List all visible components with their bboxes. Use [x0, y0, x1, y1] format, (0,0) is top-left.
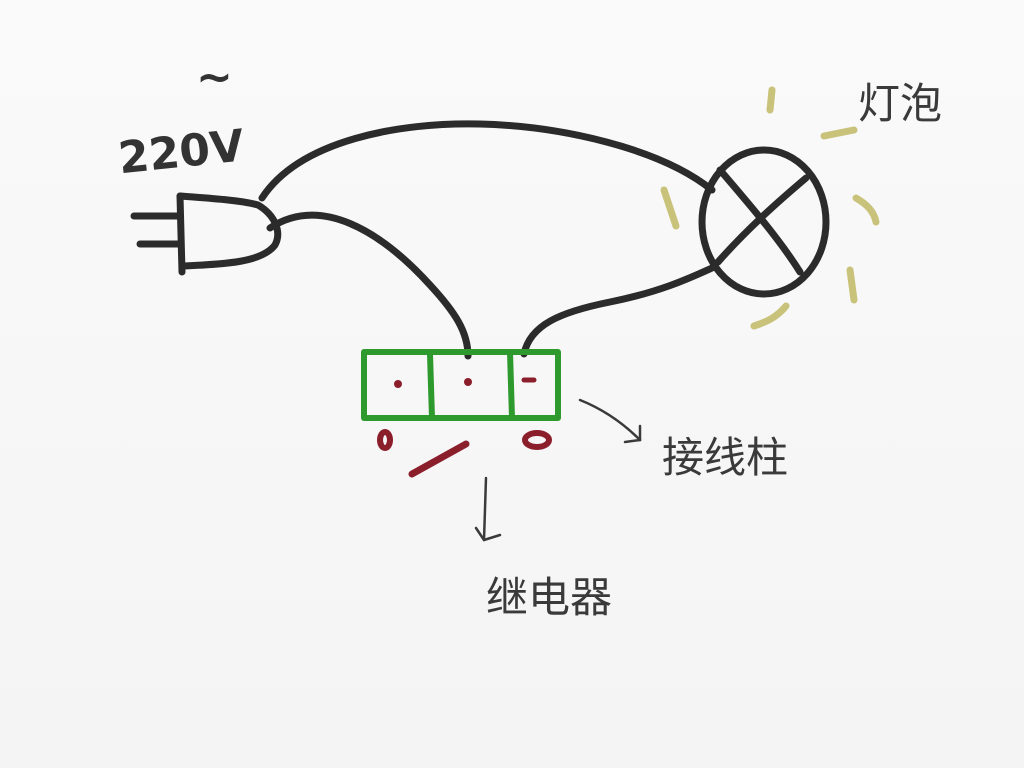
bulb-label: 灯泡: [858, 79, 942, 128]
ac-symbol: ~: [196, 52, 233, 103]
terminal-label: 接线柱: [662, 433, 788, 482]
wires: [258, 120, 716, 360]
terminal-arrow: [578, 398, 642, 444]
plug-icon: [130, 192, 282, 276]
lamp-glow: [660, 86, 880, 330]
voltage-label: 220V: [116, 120, 247, 184]
lamp-icon: [698, 146, 830, 298]
terminal-block-icon: [361, 349, 561, 421]
relay-label: 继电器: [486, 573, 612, 622]
relay-switch-icon: [377, 429, 552, 478]
relay-arrow: [474, 476, 502, 542]
